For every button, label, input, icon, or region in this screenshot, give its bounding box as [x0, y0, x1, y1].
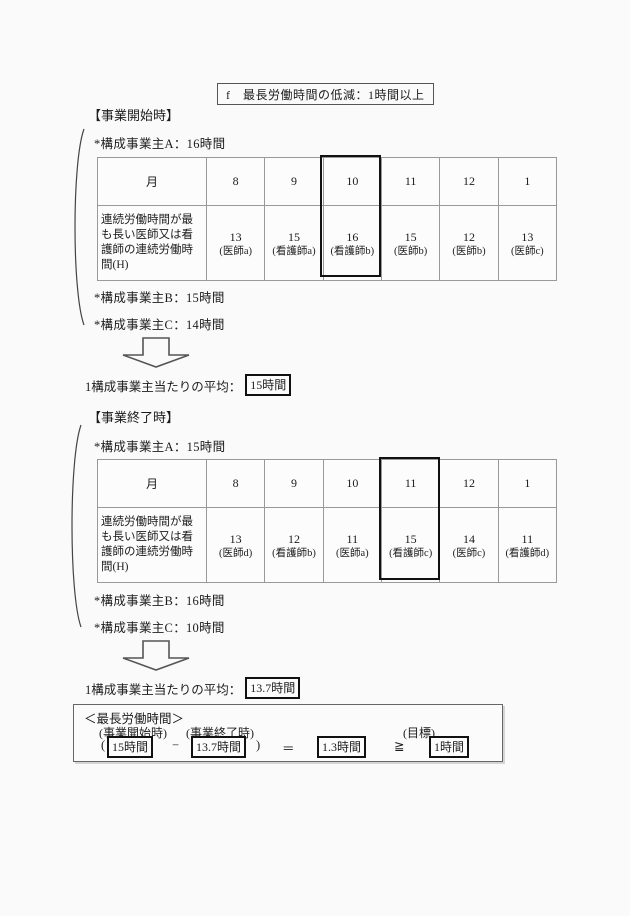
month-cell: 1 [497, 157, 558, 206]
person-label: (医師a) [335, 547, 369, 559]
person-label: (医師c) [510, 245, 544, 257]
month-cell: 9 [264, 459, 324, 508]
section-end-heading: 【事業終了時】 [88, 410, 180, 425]
person-label: (医師c) [452, 547, 486, 559]
person-label: (看護師b) [272, 547, 316, 559]
group-brace [74, 128, 85, 326]
group-brace [71, 424, 82, 628]
hours-value: 14 [462, 531, 475, 546]
hours-cell: 11(看護師d) [497, 507, 558, 583]
month-cell: 11 [380, 157, 441, 206]
month-cell: 1 [497, 459, 558, 508]
average-label: 1構成事業主当たりの平均： [85, 379, 242, 394]
employer-b-line: *構成事業主B：15時間 [94, 291, 225, 305]
hours-cell: 13(医師c) [497, 205, 558, 281]
hours-value: 15 [404, 229, 417, 244]
month-row-label: 月 [97, 157, 207, 206]
end-value-box: 13.7時間 [191, 736, 247, 758]
equals-sign: ＝ [282, 742, 295, 756]
section-start-heading: 【事業開始時】 [88, 108, 180, 123]
employer-a-line: *構成事業主A：16時間 [94, 137, 226, 151]
down-arrow-icon [122, 337, 190, 368]
close-paren: ) [256, 738, 261, 752]
open-paren: ( [101, 738, 106, 752]
person-label: (医師a) [219, 245, 252, 257]
employer-c-line: *構成事業主C：14時間 [94, 318, 225, 332]
hours-cell: 16(看護師b) [322, 205, 382, 281]
summary-box: ＜最長労働時間＞ (事業開始時) (事業終了時) (目標) ( 15時間 − 1… [73, 704, 503, 762]
average-value-box: 15時間 [245, 374, 292, 396]
hours-value: 15 [287, 229, 300, 244]
month-row-label: 月 [97, 459, 207, 508]
hours-value: 12 [287, 531, 300, 546]
hours-value: 12 [462, 229, 475, 244]
person-label: (看護師c) [389, 547, 433, 559]
employer-b-line: *構成事業主B：16時間 [94, 594, 225, 608]
average-label: 1構成事業主当たりの平均： [85, 682, 242, 697]
hours-cell: 14(医師c) [439, 507, 499, 583]
label-target: (目標) [403, 726, 435, 740]
hours-cell: 15(看護師c) [380, 507, 441, 583]
month-cell: 9 [264, 157, 324, 206]
target-value-box: 1時間 [429, 736, 470, 758]
hours-value: 15 [404, 531, 417, 546]
hours-value: 11 [346, 531, 359, 546]
hours-value: 13 [521, 229, 534, 244]
average-line-start: 1構成事業主当たりの平均： 15時間 [85, 374, 292, 396]
person-label: (看護師a) [272, 245, 316, 257]
hours-cell: 12(看護師b) [264, 507, 324, 583]
person-label: (医師b) [394, 245, 428, 257]
month-cell: 10 [322, 459, 382, 508]
down-arrow-icon [122, 640, 190, 671]
month-cell: 11 [380, 459, 441, 508]
person-label: (看護師b) [330, 245, 375, 257]
page-title: f 最長労働時間の低減：1時間以上 [217, 83, 434, 105]
hours-cell: 11(医師a) [322, 507, 382, 583]
person-label: (医師d) [219, 547, 253, 559]
hours-value: 11 [521, 531, 534, 546]
average-value-box: 13.7時間 [245, 677, 301, 699]
hours-row-label: 連続労働時間が最も長い医師又は看護師の連続労働時間(H) [97, 507, 207, 583]
person-label: (看護師d) [505, 547, 550, 559]
month-cell: 10 [322, 157, 382, 206]
month-cell: 8 [205, 157, 266, 206]
hours-cell: 15(医師b) [380, 205, 441, 281]
hours-value: 13 [229, 229, 242, 244]
hours-row-label: 連続労働時間が最も長い医師又は看護師の連続労働時間(H) [97, 205, 207, 281]
person-label: (医師b) [452, 245, 486, 257]
employer-a-line: *構成事業主A：15時間 [94, 440, 226, 454]
hours-cell: 13(医師a) [205, 205, 266, 281]
hours-value: 16 [346, 229, 359, 244]
hours-cell: 15(看護師a) [264, 205, 324, 281]
minus-sign: − [172, 738, 180, 752]
average-line-end: 1構成事業主当たりの平均： 13.7時間 [85, 677, 301, 699]
summary-title: ＜最長労働時間＞ [84, 712, 185, 726]
hours-cell: 12(医師b) [439, 205, 499, 281]
month-cell: 12 [439, 157, 499, 206]
employer-c-line: *構成事業主C：10時間 [94, 621, 225, 635]
diff-value-box: 1.3時間 [317, 736, 367, 758]
gte-sign: ≧ [394, 739, 405, 753]
hours-cell: 13(医師d) [205, 507, 266, 583]
month-cell: 8 [205, 459, 266, 508]
start-value-box: 15時間 [107, 736, 154, 758]
hours-value: 13 [229, 531, 242, 546]
month-cell: 12 [439, 459, 499, 508]
